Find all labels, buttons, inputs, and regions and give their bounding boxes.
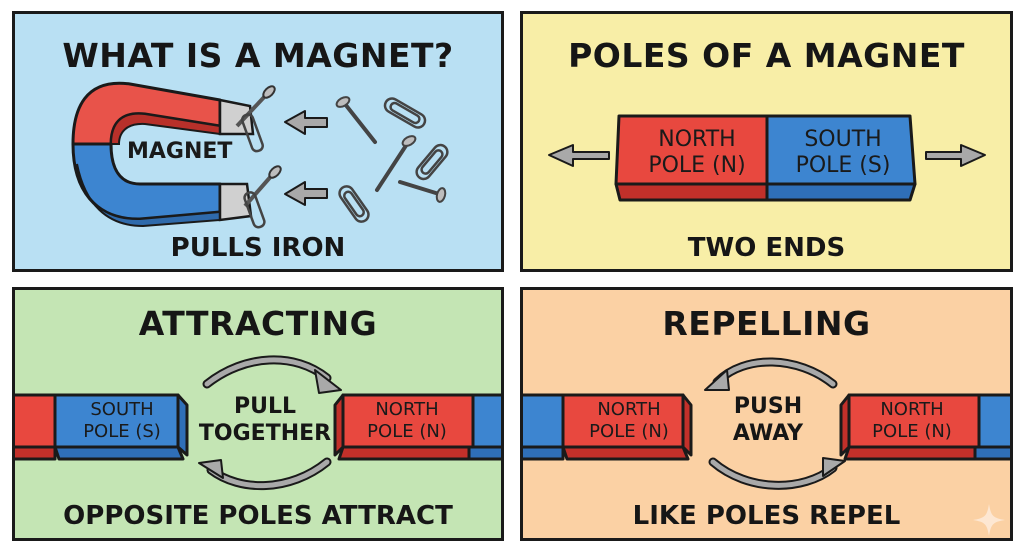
pull-together-text: PULL TOGETHER bbox=[198, 394, 332, 446]
panel-repelling: REPELLING bbox=[520, 287, 1013, 541]
magnet-label: MAGNET bbox=[127, 139, 233, 164]
attraction-arrow-icon bbox=[284, 110, 328, 206]
horseshoe-magnet-illustration bbox=[71, 81, 449, 229]
panel-poles-of-a-magnet: POLES OF A MAGNET NORTH POLE (N) SOUTH P… bbox=[520, 11, 1013, 272]
arrow-right-icon bbox=[925, 144, 986, 167]
push-away-text: PUSH AWAY bbox=[732, 394, 804, 446]
panel-what-is-a-magnet: WHAT IS A MAGNET? bbox=[12, 11, 504, 272]
attracting-illustration bbox=[15, 355, 501, 490]
repelling-illustration bbox=[523, 357, 1010, 490]
north-pole-magnet-left-icon bbox=[523, 393, 693, 461]
arrow-left-icon bbox=[548, 144, 610, 167]
north-pole-label: NORTH POLE (N) bbox=[648, 127, 746, 178]
panel-attracting: ATTRACTING bbox=[12, 287, 504, 541]
south-pole-label: SOUTH POLE (S) bbox=[83, 399, 161, 442]
panel-title: WHAT IS A MAGNET? bbox=[62, 36, 454, 75]
paper-clip-icon bbox=[338, 97, 449, 223]
north-pole-label: NORTH POLE (N) bbox=[367, 399, 447, 442]
bar-magnet-icon bbox=[614, 114, 917, 202]
curved-arrow-icon bbox=[704, 369, 846, 477]
panel-title: ATTRACTING bbox=[138, 304, 378, 343]
south-pole-magnet-icon bbox=[15, 393, 189, 461]
horseshoe-magnet-icon bbox=[71, 81, 282, 229]
sparkle-icon bbox=[973, 504, 1005, 536]
panel-caption: OPPOSITE POLES ATTRACT bbox=[63, 501, 453, 531]
south-pole-label: SOUTH POLE (S) bbox=[795, 127, 891, 178]
panel-caption: PULLS IRON bbox=[170, 233, 346, 263]
nail-icon bbox=[335, 96, 447, 203]
panel-caption: TWO ENDS bbox=[687, 233, 846, 263]
north-pole-label-right: NORTH POLE (N) bbox=[872, 399, 952, 442]
panel-title: REPELLING bbox=[662, 304, 871, 343]
north-pole-magnet-icon bbox=[333, 393, 501, 461]
north-pole-magnet-right-icon bbox=[839, 393, 1010, 461]
bar-magnet-illustration bbox=[548, 114, 986, 202]
panel-caption: LIKE POLES REPEL bbox=[632, 501, 901, 531]
panel-title: POLES OF A MAGNET bbox=[568, 36, 965, 75]
north-pole-label-left: NORTH POLE (N) bbox=[589, 399, 669, 442]
